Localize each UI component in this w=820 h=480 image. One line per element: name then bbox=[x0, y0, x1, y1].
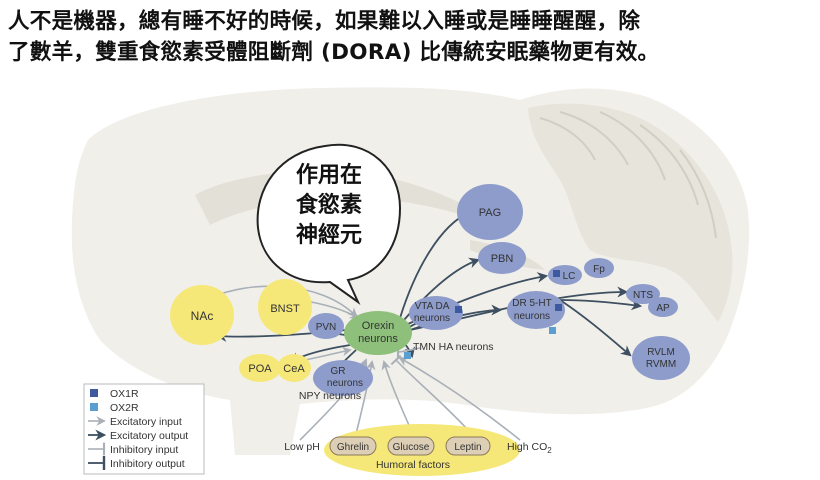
legend-ox1r-swatch bbox=[90, 389, 98, 397]
gr-node bbox=[313, 360, 373, 396]
cea-label: CeA bbox=[283, 363, 305, 375]
dr-node bbox=[507, 291, 565, 329]
callout-line-1: 作用在 bbox=[296, 162, 362, 188]
gr-label-1: GR bbox=[331, 366, 346, 377]
bnst-node bbox=[258, 279, 312, 335]
orexin-label-1: Orexin bbox=[362, 320, 394, 332]
leptin-label: Leptin bbox=[454, 442, 481, 453]
ox1r-marker-lc bbox=[553, 270, 560, 277]
orexin-label-2: neurons bbox=[358, 333, 398, 345]
fp-node bbox=[584, 258, 614, 278]
low-ph-label: Low pH bbox=[284, 441, 320, 453]
pvn-node bbox=[308, 313, 344, 339]
ox1r-marker-dr bbox=[555, 304, 562, 311]
ap-label: AP bbox=[656, 303, 670, 314]
poa-node bbox=[239, 354, 281, 382]
vta-node bbox=[409, 296, 463, 330]
orexin-node bbox=[344, 311, 412, 355]
legend-ox1r: OX1R bbox=[110, 388, 139, 400]
rvlm-label: RVLM bbox=[647, 347, 675, 358]
legend-excitatory-input: Excitatory input bbox=[110, 416, 182, 428]
receptor-markers bbox=[404, 270, 562, 359]
ghrelin-label: Ghrelin bbox=[337, 442, 369, 453]
callout-bubble bbox=[256, 143, 402, 305]
rvmm-label: RVMM bbox=[646, 359, 676, 370]
ox2r-marker-tmn bbox=[404, 352, 411, 359]
dr-label-2: neurons bbox=[514, 311, 550, 322]
leptin-pill bbox=[445, 436, 491, 456]
pbn-node bbox=[478, 242, 526, 274]
ox2r-marker-dr bbox=[549, 327, 556, 334]
headline-line-1: 人不是機器，總有睡不好的時候，如果難以入睡或是睡睡醒醒，除 bbox=[8, 9, 641, 34]
pbn-label: PBN bbox=[491, 253, 514, 265]
pag-label: PAG bbox=[479, 207, 501, 219]
nac-label: NAc bbox=[191, 309, 214, 323]
legend-ox2r: OX2R bbox=[110, 402, 139, 414]
callout-line-3: 神經元 bbox=[296, 222, 362, 248]
vta-label-2: neurons bbox=[414, 313, 450, 324]
legend-inhibitory-input: Inhibitory input bbox=[110, 444, 178, 456]
ox1r-marker-vta bbox=[455, 306, 462, 313]
nts-node bbox=[626, 284, 660, 304]
glucose-label: Glucose bbox=[393, 442, 430, 453]
fp-label: Fp bbox=[593, 264, 605, 275]
pag-node bbox=[457, 184, 523, 240]
high-co2-label: High CO2 bbox=[507, 441, 552, 455]
legend bbox=[83, 383, 205, 475]
rvlm-rvmm-node bbox=[632, 336, 690, 380]
humoral-pills bbox=[329, 436, 491, 456]
poa-label: POA bbox=[248, 363, 272, 375]
legend-excitatory-output: Excitatory output bbox=[110, 430, 188, 442]
dr-label-1: DR 5-HT bbox=[512, 298, 551, 309]
target-nodes bbox=[308, 184, 690, 396]
nts-label: NTS bbox=[633, 290, 653, 301]
cea-node bbox=[277, 354, 311, 382]
headline-line-2: 了數羊，雙重食慾素受體阻斷劑 (DORA) 比傳統安眠藥物更有效。 bbox=[8, 40, 660, 65]
humoral-label: Humoral factors bbox=[376, 459, 450, 471]
headline: 人不是機器，總有睡不好的時候，如果難以入睡或是睡睡醒醒，除 了數羊，雙重食慾素受… bbox=[8, 6, 816, 68]
lc-label: LC bbox=[563, 271, 576, 282]
nac-node bbox=[170, 285, 234, 345]
callout-line-2: 食慾素 bbox=[296, 192, 362, 218]
legend-ox2r-swatch bbox=[90, 403, 98, 411]
ap-node bbox=[648, 297, 678, 317]
ghrelin-pill bbox=[329, 436, 377, 456]
npy-label: NPY neurons bbox=[299, 390, 361, 402]
pvn-label: PVN bbox=[316, 322, 337, 333]
tmn-label: TMN HA neurons bbox=[413, 341, 494, 353]
gr-label-2: neurons bbox=[327, 378, 363, 389]
bnst-label: BNST bbox=[270, 303, 300, 315]
vta-label-1: VTA DA bbox=[415, 301, 450, 312]
glucose-pill bbox=[387, 436, 435, 456]
legend-inhibitory-output: Inhibitory output bbox=[110, 458, 185, 470]
